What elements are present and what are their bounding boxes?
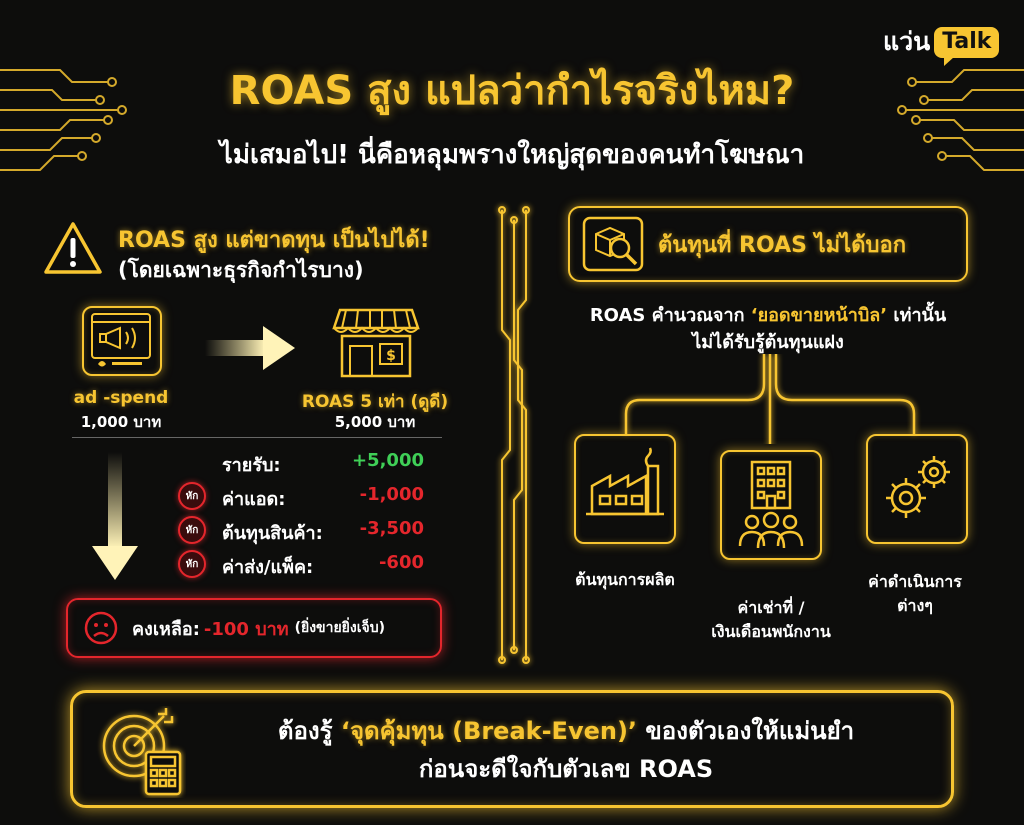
arrow-down-icon — [92, 452, 138, 580]
result-note: (ยิ่งขายยิ่งเจ็บ) — [294, 620, 385, 636]
shipping-cost-value: -600 — [378, 552, 424, 573]
svg-text:$: $ — [386, 348, 396, 364]
calc-line1-pre: ROAS คำนวณจาก — [589, 305, 751, 326]
megaphone-ad-icon — [82, 306, 162, 376]
operating-cost-label: ค่าดำเนินการ ต่างๆ — [840, 570, 990, 618]
ad-cost-label: ค่าแอด: — [222, 489, 286, 510]
ad-spend-amount: 1,000 บาท — [80, 413, 162, 431]
circuit-decoration-right — [897, 69, 1024, 171]
cost-branch-lines — [624, 354, 916, 444]
deduct-badge: หัก — [178, 482, 206, 510]
deduct-badge: หัก — [178, 550, 206, 578]
rent-salary-label-line2: เงินเดือนพนักงาน — [711, 622, 831, 641]
revenue-label: รายรับ: — [222, 455, 281, 476]
brand-name-talk: Talk — [934, 26, 1000, 66]
divider — [72, 437, 442, 438]
sad-face-icon — [84, 611, 118, 645]
result-box: คงเหลือ: -100 บาท (ยิ่งขายยิ่งเจ็บ) — [66, 598, 442, 658]
roas-label: ROAS 5 เท่า (ดูดี) — [301, 392, 449, 412]
roas-calculation-note: ROAS คำนวณจาก ‘ยอดขายหน้าบิล’ เท่านั้น ไ… — [548, 302, 988, 356]
gears-icon — [866, 434, 968, 544]
brand-logo: แว่น Talk — [883, 22, 1000, 66]
product-cost-value: -3,500 — [359, 518, 424, 539]
shipping-cost-label: ค่าส่ง/แพ็ค: — [222, 557, 314, 578]
banner-line2: ก่อนจะดีใจกับตัวเลข ROAS — [418, 755, 714, 783]
hidden-cost-title: ต้นทุนที่ ROAS ไม่ได้บอก — [658, 232, 907, 258]
banner-line1-post: ของตัวเองให้แม่นยำ — [637, 717, 855, 745]
hidden-cost-header: ต้นทุนที่ ROAS ไม่ได้บอก — [568, 206, 968, 282]
banner-line1-highlight: ‘จุดคุ้มทุน (Break-Even)’ — [340, 717, 638, 745]
warning-subtitle: (โดยเฉพาะธุรกิจกำไรบาง) — [118, 258, 364, 282]
warning-title: ROAS สูง แต่ขาดทุน เป็นไปได้! — [118, 228, 430, 253]
warning-icon — [44, 222, 102, 274]
production-cost-label: ต้นทุนการผลิต — [575, 570, 675, 589]
result-value: -100 บาท — [203, 618, 289, 640]
banner-line1-pre: ต้องรู้ — [277, 717, 341, 745]
building-staff-icon — [720, 450, 822, 560]
ad-spend-label: ad -spend — [73, 388, 169, 408]
revenue-value: +5,000 — [351, 450, 424, 471]
rent-salary-label-line1: ค่าเช่าที่ / — [737, 598, 805, 617]
roas-amount: 5,000 บาท — [334, 413, 416, 431]
operating-cost-label-line2: ต่างๆ — [897, 596, 933, 615]
store-icon: $ — [332, 304, 420, 380]
page-title: ROAS สูง แปลว่ากำไรจริงไหม? — [229, 68, 795, 114]
calc-line2: ไม่ได้รับรู้ต้นทุนแฝง — [692, 332, 844, 353]
box-magnifier-icon — [582, 216, 644, 272]
product-cost-label: ต้นทุนสินค้า: — [222, 523, 323, 544]
circuit-decoration-left — [0, 69, 127, 171]
break-even-message: ต้องรู้ ‘จุดคุ้มทุน (Break-Even)’ ของตัว… — [196, 712, 936, 788]
deduct-badge: หัก — [178, 516, 206, 544]
factory-icon — [574, 434, 676, 544]
calc-line1-post: เท่านั้น — [887, 305, 947, 326]
arrow-right-icon — [205, 326, 295, 370]
rent-salary-label: ค่าเช่าที่ / เงินเดือนพนักงาน — [686, 596, 856, 644]
result-label: คงเหลือ: — [132, 618, 200, 640]
break-even-banner — [70, 690, 954, 808]
page-subtitle: ไม่เสมอไป! นี่คือหลุมพรางใหญ่สุดของคนทำโ… — [219, 140, 805, 170]
target-calculator-icon — [102, 708, 182, 796]
ad-cost-value: -1,000 — [359, 484, 424, 505]
center-circuit-divider — [498, 206, 530, 664]
operating-cost-label-line1: ค่าดำเนินการ — [868, 572, 962, 591]
calc-line1-highlight: ‘ยอดขายหน้าบิล’ — [750, 305, 888, 326]
brand-name-thai: แว่น — [883, 27, 931, 56]
